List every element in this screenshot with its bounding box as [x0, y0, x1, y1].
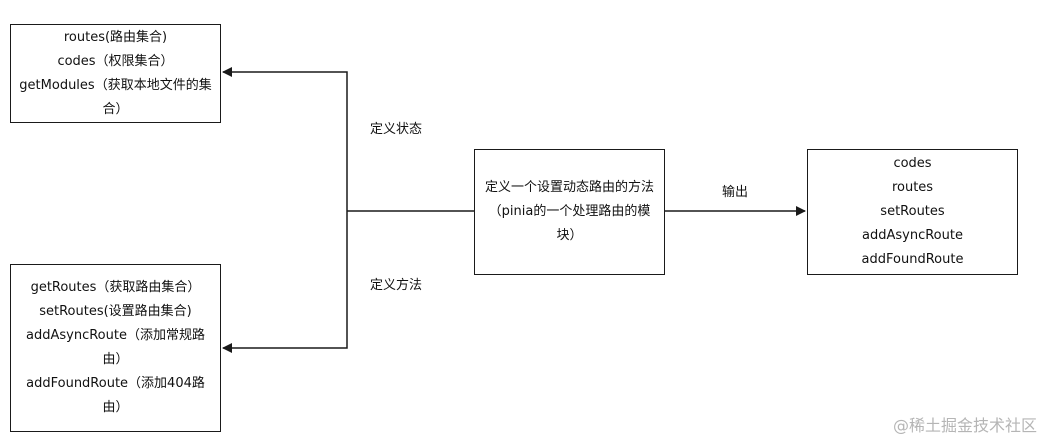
center-box: 定义一个设置动态路由的方法 （pinia的一个处理路由的模块）	[474, 149, 665, 275]
method-line: 由）	[102, 400, 129, 415]
output-line: addAsyncRoute	[862, 228, 963, 243]
output-label: 输出	[722, 185, 749, 200]
method-line: addFoundRoute（添加404路	[26, 376, 205, 391]
method-line: 由）	[102, 352, 129, 367]
method-line: setRoutes(设置路由集合)	[39, 304, 192, 319]
output-line: routes	[891, 180, 934, 195]
center-title: 定义一个设置动态路由的方法	[484, 180, 654, 195]
method-line: getRoutes（获取路由集合）	[30, 280, 201, 295]
arrow-to-state-box	[222, 67, 348, 211]
state-line: 合）	[102, 101, 129, 117]
output-line: setRoutes	[880, 204, 945, 219]
method-line: addAsyncRoute（添加常规路	[26, 328, 205, 343]
arrow-to-methods-box	[222, 211, 348, 353]
output-line: addFoundRoute	[861, 252, 964, 267]
define-state-label: 定义状态	[370, 122, 423, 137]
output-box: codes routes setRoutes addAsyncRoute add…	[807, 149, 1018, 275]
state-line: getModules（获取本地文件的集	[19, 77, 212, 93]
state-line: codes（权限集合）	[57, 53, 174, 69]
center-subtitle: （pinia的一个处理路由的模块）	[488, 204, 651, 243]
state-line: routes(路由集合)	[63, 29, 168, 45]
watermark: @稀土掘金技术社区	[892, 416, 1037, 435]
output-line: codes	[893, 156, 932, 171]
methods-box: getRoutes（获取路由集合） setRoutes(设置路由集合) addA…	[10, 264, 221, 432]
state-box: routes(路由集合) codes（权限集合） getModules（获取本地…	[10, 24, 221, 123]
define-methods-label: 定义方法	[370, 278, 423, 293]
